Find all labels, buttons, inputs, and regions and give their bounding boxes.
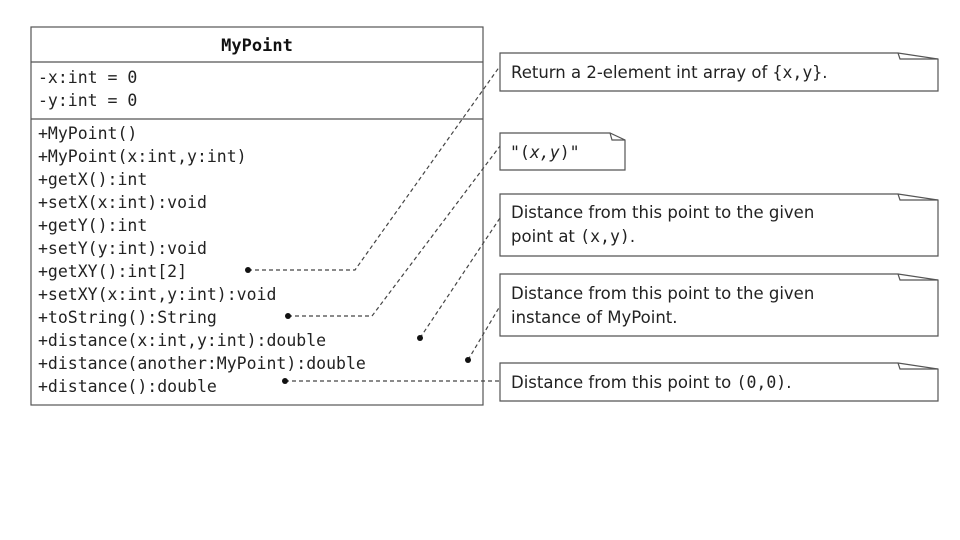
note-distance-xy-line2: point at (x,y). <box>511 227 635 246</box>
method-getx: +getX():int <box>38 170 147 189</box>
note-getxy: Return a 2-element int array of {x,y}. <box>499 52 939 92</box>
note-distance-origin-text: Distance from this point to (0,0). <box>511 373 791 392</box>
connector-distance-xy <box>419 217 501 339</box>
anchor-dot-getxy <box>245 267 251 273</box>
connector-getxy <box>248 65 501 271</box>
anchor-dot-distance-another <box>465 357 471 363</box>
method-distance-another: +distance(another:MyPoint):double <box>38 354 366 373</box>
method-distance-xy: +distance(x:int,y:int):double <box>38 331 326 350</box>
method-tostring: +toString():String <box>38 308 217 327</box>
class-name: MyPoint <box>221 36 293 56</box>
note-distance-origin-fold <box>897 362 938 370</box>
note-tostring-box <box>499 132 626 171</box>
note-distance-origin-box <box>499 362 939 402</box>
method-distance-origin: +distance():double <box>38 377 217 396</box>
class-box: MyPoint -x:int = 0 -y:int = 0 +MyPoint()… <box>30 26 484 406</box>
note-getxy-fold <box>897 52 938 60</box>
note-distance-another-fold <box>897 273 938 281</box>
note-distance-xy-box <box>499 193 939 257</box>
method-setx: +setX(x:int):void <box>38 193 207 212</box>
note-getxy-text: Return a 2-element int array of {x,y}. <box>511 63 827 82</box>
note-tostring: "(x,y)" <box>499 132 626 171</box>
anchor-dot-distance-origin <box>282 378 288 384</box>
note-distance-xy-fold <box>897 193 938 201</box>
note-distance-another: Distance from this point to the given in… <box>499 273 939 337</box>
attribute-y: -y:int = 0 <box>38 91 137 110</box>
note-distance-xy: Distance from this point to the given po… <box>499 193 939 257</box>
note-tostring-text: "(x,y)" <box>510 143 580 162</box>
method-constructor-xy: +MyPoint(x:int,y:int) <box>38 147 247 166</box>
connector-tostring <box>288 145 501 317</box>
method-setxy: +setXY(x:int,y:int):void <box>38 285 276 304</box>
method-sety: +setY(y:int):void <box>38 239 207 258</box>
method-constructor-default: +MyPoint() <box>38 124 137 143</box>
note-distance-xy-line1: Distance from this point to the given <box>511 203 814 222</box>
connectors <box>245 65 501 384</box>
note-distance-another-line2: instance of MyPoint. <box>511 308 678 327</box>
anchor-dot-distance-xy <box>417 335 423 341</box>
note-distance-origin: Distance from this point to (0,0). <box>499 362 939 402</box>
connector-distance-another <box>467 305 501 361</box>
note-distance-another-box <box>499 273 939 337</box>
method-getxy: +getXY():int[2] <box>38 262 187 281</box>
note-getxy-box <box>499 52 939 92</box>
method-gety: +getY():int <box>38 216 147 235</box>
class-box-border <box>30 26 484 406</box>
attribute-x: -x:int = 0 <box>38 68 137 87</box>
note-distance-another-line1: Distance from this point to the given <box>511 284 814 303</box>
anchor-dot-tostring <box>285 313 291 319</box>
note-tostring-fold <box>609 132 625 141</box>
